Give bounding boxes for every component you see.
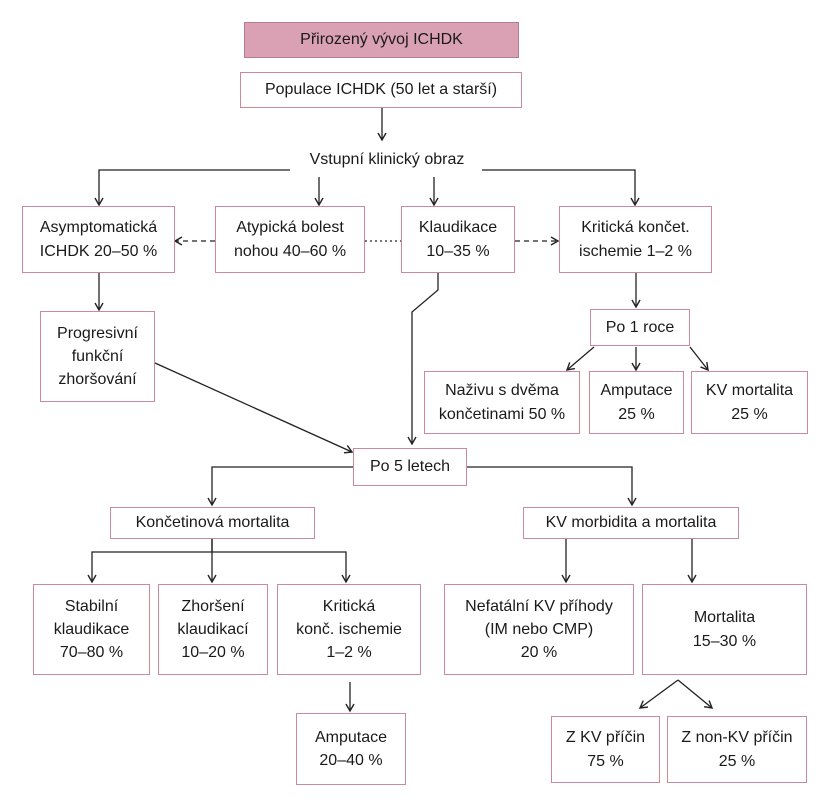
connector-clinical-left <box>94 169 290 207</box>
after-5-years-box: Po 5 letech <box>353 448 467 486</box>
cv-morbidity-mortality-box: KV morbidita a mortalita <box>523 507 739 539</box>
connector-5years-left <box>207 466 353 507</box>
connector-mortality-to-noncv <box>677 679 714 709</box>
connector-claudication-to-5years <box>407 273 439 446</box>
mortality-box: Mortalita 15–30 % <box>642 584 807 675</box>
cv-mortality-1y-box: KV mortalita 25 % <box>691 371 808 434</box>
alive-two-limbs-box: Naživu s dvěma končetinami 50 % <box>424 371 580 434</box>
critical-ischemia-box: Kritická končet. ischemie 1–2 % <box>559 206 712 273</box>
diagram-title-text: Přirozený vývoj ICHDK <box>300 31 463 48</box>
after-1-year-box: Po 1 roce <box>590 309 690 346</box>
worsening-claudication-box: Zhoršení klaudikací 10–20 % <box>158 584 268 675</box>
arrow-progressive-to-5years <box>154 362 354 454</box>
asymptomatic-box: Asymptomatická ICHDK 20–50 % <box>22 206 175 273</box>
stable-claudication-box: Stabilní klaudikace 70–80 % <box>33 584 150 675</box>
critical-limb-ischemia-box: Kritická konč. ischemie 1–2 % <box>277 584 421 675</box>
limb-mortality-box: Končetinová mortalita <box>110 507 315 539</box>
atypical-pain-box: Atypická bolest nohou 40–60 % <box>215 206 365 273</box>
amputation-5y-box: Amputace 20–40 % <box>296 713 406 785</box>
progressive-box: Progresivní funkční zhoršování <box>40 311 155 402</box>
connector-5years-right <box>467 466 637 507</box>
nonfatal-cv-events-box: Nefatální KV příhody (IM nebo CMP) 20 % <box>444 584 634 675</box>
connector-clinical-right <box>482 169 640 207</box>
cv-causes-box: Z KV příčin 75 % <box>551 716 660 783</box>
connector-mortality-to-cv <box>638 679 679 709</box>
non-cv-causes-box: Z non-KV příčin 25 % <box>667 716 807 783</box>
clinical-picture-label: Vstupní klinický obraz <box>305 151 469 169</box>
amputation-1y-box: Amputace 25 % <box>589 371 684 434</box>
arrow-1year-to-alive <box>565 346 595 371</box>
connector-limb-to-stable <box>87 539 213 584</box>
diagram-title: Přirozený vývoj ICHDK <box>244 22 519 58</box>
claudication-box: Klaudikace 10–35 % <box>401 206 515 273</box>
population-box: Populace ICHDK (50 let a starší) <box>240 72 522 108</box>
arrow-1year-to-cvmort <box>689 346 709 372</box>
connector-limb-to-critical <box>212 551 351 584</box>
